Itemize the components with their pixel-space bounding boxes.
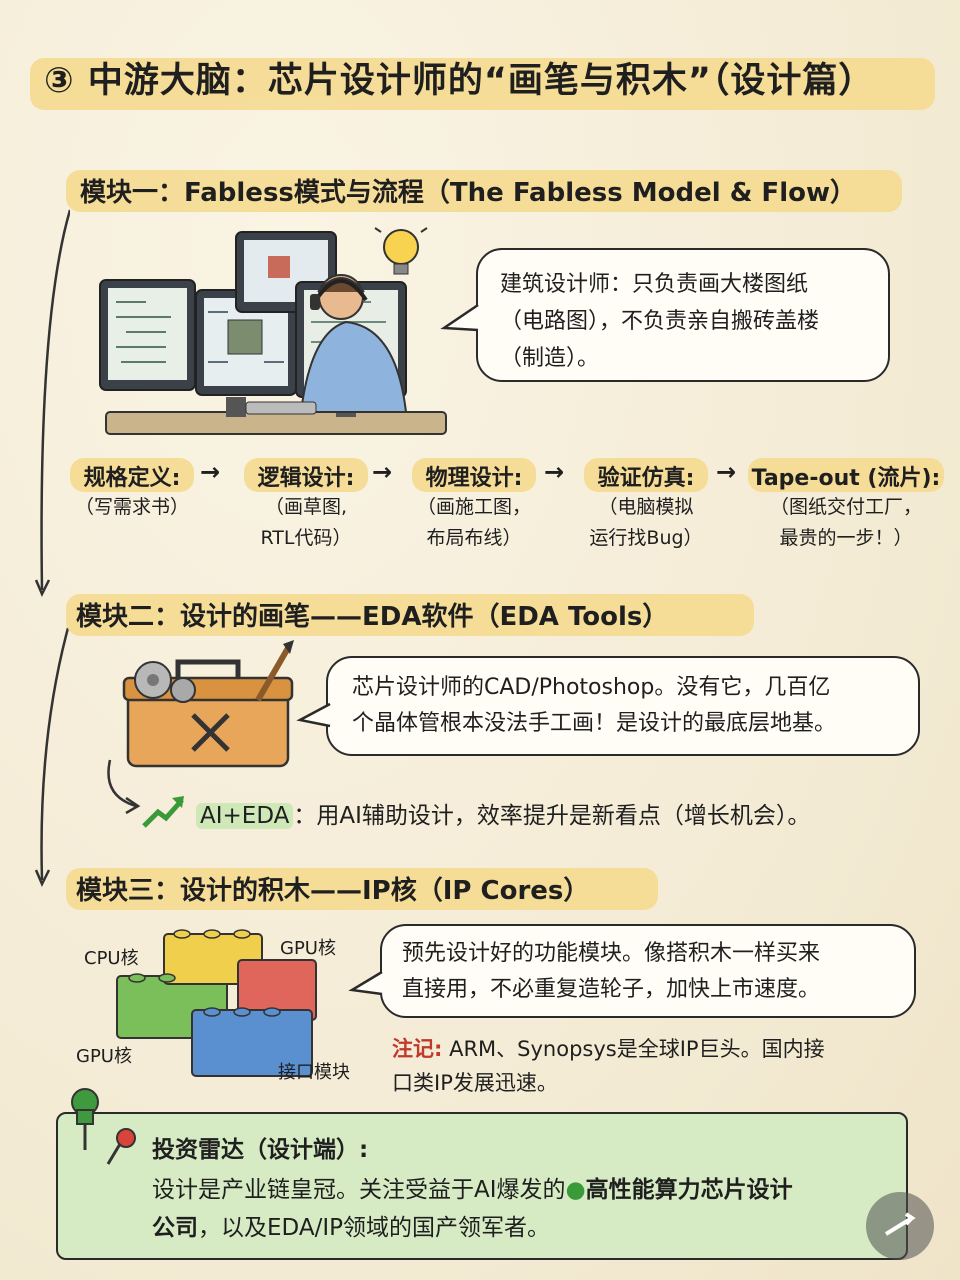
- module3-bubble: 预先设计好的功能模块。像搭积木一样买来 直接用，不必重复造轮子，加快上市速度。: [380, 924, 916, 1018]
- label-gpu-core-top: GPU核: [280, 938, 336, 959]
- step-desc: 运行找Bug）: [589, 527, 703, 549]
- step-desc: RTL代码）: [260, 527, 352, 549]
- step-desc: （画草图,: [264, 496, 348, 518]
- step-head: Tape-out (流片):: [751, 466, 941, 491]
- module1-bubble-line: （制造）。: [500, 346, 600, 371]
- step-highlight: [70, 458, 194, 492]
- step-desc: （电脑模拟: [598, 496, 694, 518]
- module2-title: 模块二：设计的画笔——EDA软件（EDA Tools）: [76, 602, 669, 632]
- ai-eda-note: AI+EDA：用AI辅助设计，效率提升是新看点（增长机会）。: [196, 796, 810, 830]
- radar-highlight: 公司: [152, 1215, 198, 1241]
- step-head: 逻辑设计:: [257, 466, 355, 491]
- flow-arrow: →: [544, 458, 565, 486]
- module1-bubble-line: 建筑设计师：只负责画大楼图纸: [500, 272, 809, 297]
- module3-bubble-line: 直接用，不必重复造轮子，加快上市速度。: [402, 977, 821, 1002]
- module1-highlight: [66, 170, 902, 212]
- step-highlight: [584, 458, 708, 492]
- process-step-tapeout: Tape-out (流片): （图纸交付工厂， 最贵的一步！）: [744, 460, 948, 554]
- red-pin-icon: [106, 1128, 136, 1165]
- investment-radar-box: [56, 1112, 908, 1260]
- flow-connector: [34, 209, 70, 887]
- ai-eda-text: ：用AI辅助设计，效率提升是新看点（增长机会）。: [293, 803, 811, 829]
- module2-bubble-line: 芯片设计师的CAD/Photoshop。没有它，几百亿: [352, 675, 831, 700]
- module3-title: 模块三：设计的积木——IP核（IP Cores）: [76, 876, 590, 906]
- module1-bubble: 建筑设计师：只负责画大楼图纸 （电路图），不负责亲自搬砖盖楼 （制造）。: [476, 248, 890, 382]
- page-title: ③ 中游大脑：芯片设计师的“画笔与积木”（设计篇）: [44, 61, 875, 101]
- toolbox-icon: [122, 640, 294, 768]
- share-button[interactable]: [866, 1192, 934, 1260]
- module3-highlight: [66, 868, 658, 910]
- module2-highlight: [66, 594, 754, 636]
- step-head: 验证仿真:: [597, 466, 695, 491]
- title-highlight: [30, 58, 935, 110]
- step-desc: （写需求书）: [74, 496, 189, 518]
- label-interface-module: 接口模块: [278, 1062, 350, 1083]
- radar-line-1: 设计是产业链皇冠。关注受益于AI爆发的●高性能算力芯片设计: [152, 1170, 793, 1204]
- label-gpu-core-left: GPU核: [76, 1046, 132, 1067]
- bubble-tail: [296, 702, 331, 728]
- step-highlight: [412, 458, 536, 492]
- note-line: 口类IP发展迅速。: [392, 1071, 558, 1095]
- step-desc: （画施工图，: [416, 496, 531, 518]
- radar-title: 投资雷达（设计端）:: [152, 1137, 369, 1163]
- flow-arrow: →: [716, 458, 737, 486]
- bubble-tail: [440, 303, 479, 332]
- flow-arrow: →: [372, 458, 393, 486]
- ip-blocks-illustration: [116, 929, 317, 1077]
- step-desc: 最贵的一步！）: [779, 527, 913, 549]
- radar-text: ，以及EDA/IP领域的国产领军者。: [198, 1215, 550, 1241]
- note-line: ARM、Synopsys是全球IP巨头。国内接: [442, 1037, 825, 1061]
- flow-arrow: →: [200, 458, 221, 486]
- process-step-logic: 逻辑设计: （画草图, RTL代码）: [234, 460, 378, 554]
- ip-note: 注记: ARM、Synopsys是全球IP巨头。国内接 口类IP发展迅速。: [392, 1032, 912, 1100]
- step-head: 规格定义:: [83, 466, 181, 491]
- step-desc: 布局布线）: [426, 527, 522, 549]
- share-icon: [884, 1212, 916, 1236]
- step-highlight: [244, 458, 368, 492]
- process-step-physical: 物理设计: （画施工图， 布局布线）: [402, 460, 546, 554]
- bubble-tail: [348, 970, 383, 996]
- process-step-verify: 验证仿真: （电脑模拟 运行找Bug）: [574, 460, 718, 554]
- step-head: 物理设计:: [425, 466, 523, 491]
- note-label: 注记:: [392, 1037, 443, 1061]
- radar-text: 设计是产业链皇冠。关注受益于AI爆发的: [152, 1177, 566, 1203]
- green-dot-icon: ●: [565, 1177, 586, 1203]
- designer-illustration: [99, 222, 447, 435]
- radar-line-2: 公司，以及EDA/IP领域的国产领军者。: [152, 1208, 550, 1242]
- module1-title: 模块一：Fabless模式与流程（The Fabless Model & Flo…: [80, 178, 856, 208]
- module3-bubble-line: 预先设计好的功能模块。像搭积木一样买来: [402, 941, 821, 966]
- step-highlight: [748, 458, 944, 492]
- ai-eda-label: AI+EDA: [196, 803, 294, 829]
- module2-bubble-line: 个晶体管根本没法手工画！是设计的最底层地基。: [352, 711, 837, 736]
- pushpin-icon: [71, 1088, 99, 1150]
- radar-highlight: 高性能算力芯片设计: [585, 1177, 793, 1203]
- ai-connector-arrow: [107, 759, 141, 815]
- step-desc: （图纸交付工厂，: [769, 496, 922, 518]
- growth-trend-icon: [142, 796, 184, 828]
- label-cpu-core: CPU核: [84, 948, 139, 969]
- module2-bubble: 芯片设计师的CAD/Photoshop。没有它，几百亿 个晶体管根本没法手工画！…: [326, 656, 920, 756]
- module1-bubble-line: （电路图），不负责亲自搬砖盖楼: [500, 309, 820, 334]
- process-step-spec: 规格定义: （写需求书）: [60, 460, 204, 523]
